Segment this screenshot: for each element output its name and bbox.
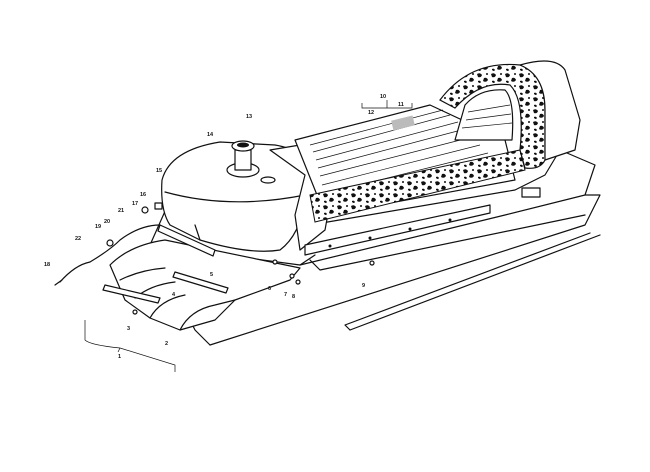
callout-13: 13: [246, 114, 252, 120]
callout-22: 22: [75, 236, 81, 242]
callout-20: 20: [104, 219, 110, 225]
callout-labels: 1 2 3 4 5 6 7 8 9 10 11 12 13 14 15 16 1…: [44, 94, 404, 360]
fuel-tank: [161, 140, 311, 252]
callout-15: 15: [156, 168, 162, 174]
callout-6: 6: [268, 286, 271, 292]
callout-16: 16: [140, 192, 146, 198]
callout-8: 8: [292, 294, 295, 300]
callout-17: 17: [132, 201, 138, 207]
callout-10: 10: [380, 94, 386, 100]
callout-9: 9: [362, 283, 365, 289]
callout-21: 21: [118, 208, 124, 214]
bumper-bars: [102, 224, 229, 304]
callout-5: 5: [210, 272, 213, 278]
seat: [294, 60, 581, 223]
callout-12: 12: [368, 110, 374, 116]
leader-lines: [84, 100, 413, 372]
callout-18: 18: [44, 262, 50, 268]
callout-3: 3: [127, 326, 130, 332]
callout-7: 7: [284, 292, 287, 298]
callout-4: 4: [172, 292, 176, 298]
hardware-fasteners: [132, 259, 375, 315]
throttle-cable: [54, 202, 163, 286]
side-rail: [304, 187, 541, 256]
callout-2: 2: [165, 341, 168, 347]
callout-11: 11: [398, 102, 404, 108]
callout-1: 1: [118, 354, 121, 360]
callout-19: 19: [95, 224, 101, 230]
callout-14: 14: [207, 132, 214, 138]
